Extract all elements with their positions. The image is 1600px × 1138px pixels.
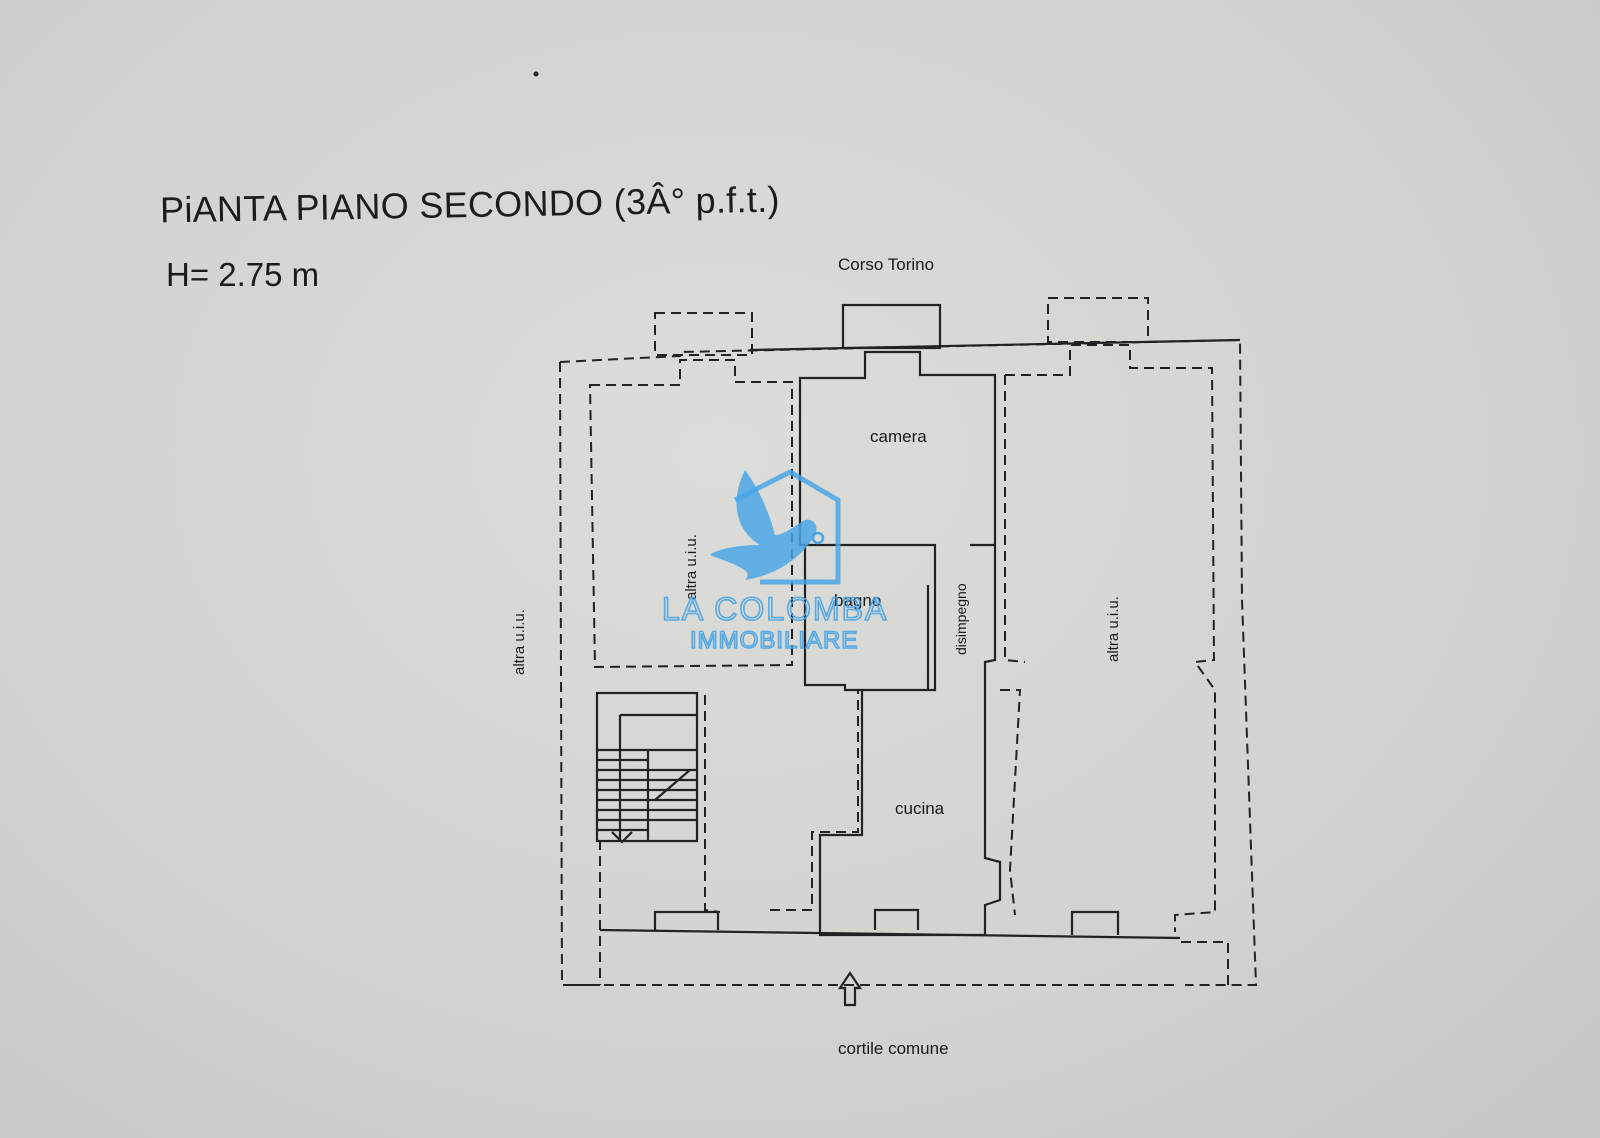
front-wall <box>749 338 1241 352</box>
label-corso-torino: Corso Torino <box>838 255 934 274</box>
bagno-walls <box>805 543 937 692</box>
label-disimpegno: disimpegno <box>953 583 969 655</box>
paper-speck <box>533 71 539 77</box>
balcony-right <box>1047 297 1149 343</box>
camera-room <box>798 350 1002 937</box>
staircase <box>595 691 699 844</box>
balcony-left <box>654 312 753 356</box>
balcony-center <box>841 303 942 350</box>
watermark-line1: LA COLOMBA <box>662 591 888 627</box>
watermark-line2: IMMOBILIARE <box>690 627 858 654</box>
entry-arrow-icon <box>837 971 863 1007</box>
label-cortile-comune: cortile comune <box>838 1039 949 1058</box>
ceiling-height: H= 2.75 m <box>166 256 320 293</box>
disimpegno-wall <box>926 543 995 690</box>
windows <box>653 908 1120 935</box>
label-altra-uiu-outer: altra u.i.u. <box>511 609 528 675</box>
label-camera: camera <box>870 427 927 446</box>
label-altra-uiu-left: altra u.i.u. <box>683 534 700 600</box>
right-unit <box>1000 344 1216 932</box>
label-cucina: cucina <box>895 799 945 818</box>
watermark-logo <box>710 469 841 585</box>
label-altra-uiu-right: altra u.i.u. <box>1105 596 1122 662</box>
label-bagno: bagno <box>834 591 881 610</box>
left-unit <box>588 359 793 669</box>
